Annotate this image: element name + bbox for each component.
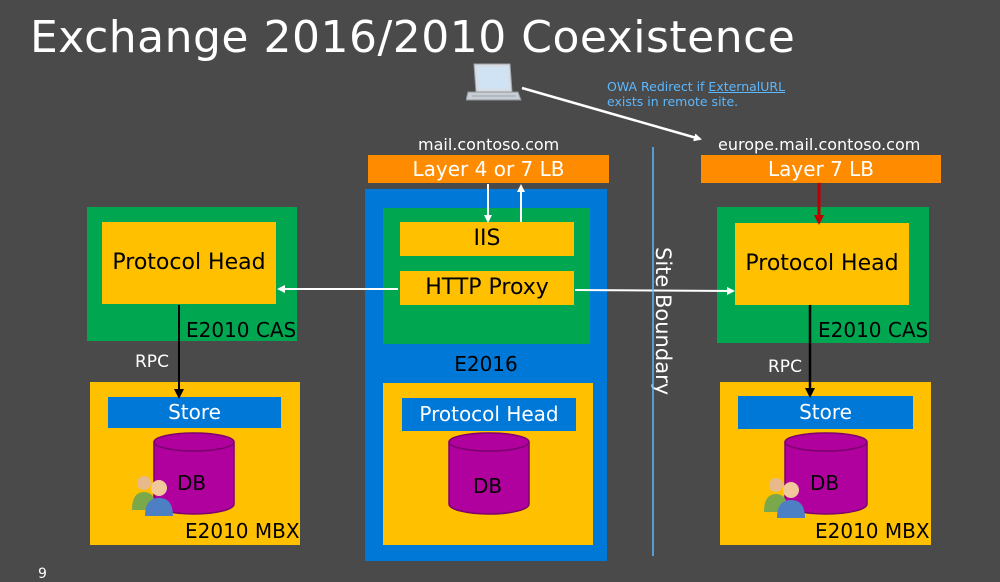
owa-redirect-note: OWA Redirect if ExternalURL exists in re… [607,79,785,109]
users-icon [132,476,173,516]
right-mbx-label: E2010 MBX [815,519,930,543]
proxy-to-right-cas-arrow [574,286,735,295]
left-db-label: DB [177,471,207,495]
left-cas-protocol-head: Protocol Head [102,222,276,304]
e2016-db-label: DB [473,474,503,498]
e2016-db-icon [448,432,530,515]
left-mbx-store: Store [108,397,281,428]
e2016-iis: IIS [400,222,574,256]
slide-title: Exchange 2016/2010 Coexistence [30,12,796,63]
external-url-link-text: ExternalURL [708,79,786,94]
right-cas-protocol-head: Protocol Head [735,223,909,305]
laptop-icon [466,63,522,101]
right-mbx-store: Store [738,396,913,429]
note-line2: exists in remote site. [607,94,739,109]
left-cas-label: E2010 CAS [186,318,297,342]
left-hostname: mail.contoso.com [418,135,560,154]
left-mbx-label: E2010 MBX [185,519,300,543]
e2016-http-proxy: HTTP Proxy [400,271,574,305]
e2016-protocol-head: Protocol Head [402,398,576,431]
right-db-icon [784,432,868,515]
right-load-balancer: Layer 7 LB [701,155,941,183]
e2016-label: E2016 [454,352,518,376]
right-rpc-label: RPC [768,357,802,377]
left-rpc-label: RPC [135,352,169,372]
right-hostname: europe.mail.contoso.com [718,135,921,154]
owa-redirect-arrow [521,86,702,142]
right-db-label: DB [810,471,840,495]
left-load-balancer: Layer 4 or 7 LB [368,155,609,183]
page-number: 9 [38,566,47,582]
right-cas-label: E2010 CAS [818,318,929,342]
users-icon [764,478,805,518]
note-line1-prefix: OWA Redirect if [607,79,709,94]
